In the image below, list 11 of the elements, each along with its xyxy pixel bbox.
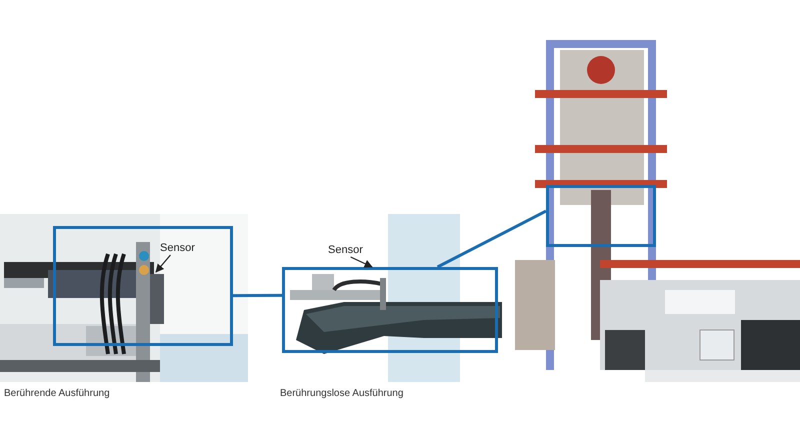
highlight-frame <box>53 226 233 346</box>
caption: Berührende Ausführung <box>4 388 110 399</box>
highlight-frame <box>546 185 656 247</box>
leader-arrow <box>350 256 373 268</box>
sensor-label: Sensor <box>328 243 363 257</box>
connector-line <box>436 210 547 268</box>
leader-arrow <box>155 254 171 273</box>
caption: Berührungslose Ausführung <box>280 388 404 399</box>
sensor-label: Sensor <box>160 241 195 255</box>
highlight-frame <box>282 267 498 353</box>
connector-line <box>233 294 282 298</box>
